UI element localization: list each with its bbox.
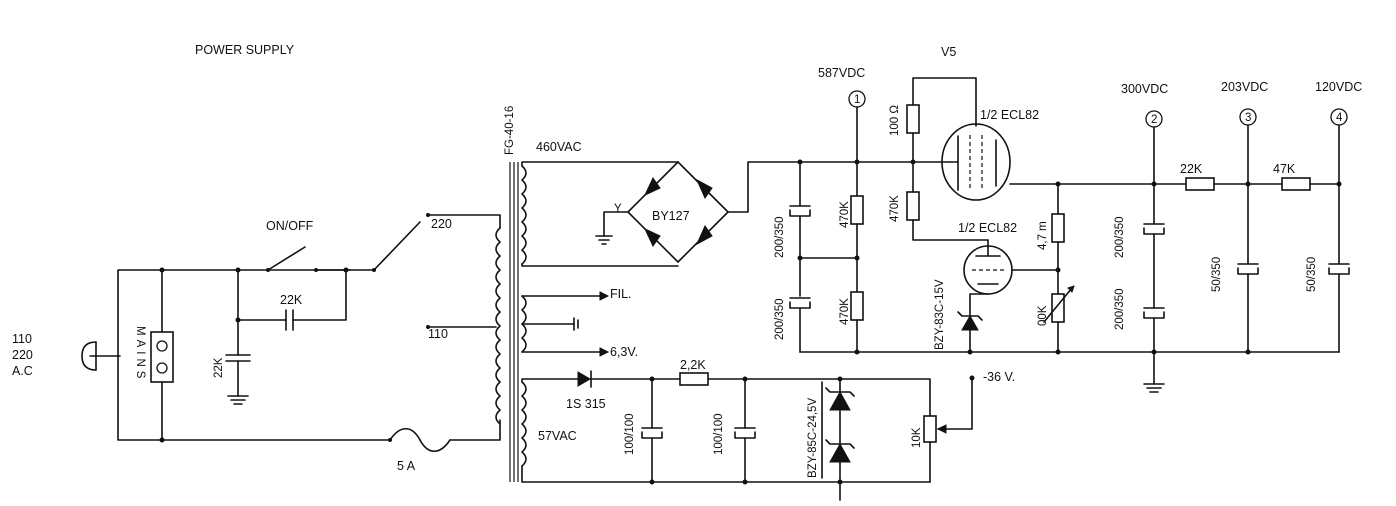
neg-diode-label: 1S 315	[566, 397, 606, 411]
node-3-label: 3	[1245, 112, 1251, 124]
filter-r1-label: 22K	[1180, 162, 1203, 176]
input-voltage-110: 110	[12, 332, 32, 346]
filter-r2-label: 47K	[1273, 162, 1296, 176]
neg-supply	[577, 370, 975, 501]
transformer-secondary-hv	[521, 161, 679, 267]
bleeder-resistors	[799, 161, 864, 353]
zener-hv	[957, 293, 989, 353]
filter-c1-label: 200/350	[1114, 216, 1126, 258]
out1-voltage: 587VDC	[818, 66, 865, 80]
diagram-title: POWER SUPPLY	[195, 43, 295, 57]
neg-zener-label: BZY-85C-24,5V	[807, 398, 819, 478]
wire-mains-top	[117, 269, 351, 357]
tube-bottom-label: 1/2 ECL82	[958, 221, 1017, 235]
tube-v5-top	[906, 77, 1155, 241]
filter-c2-label: 200/350	[1114, 288, 1126, 330]
input-ac-label: A.C	[12, 364, 33, 378]
tube-v5-bottom	[963, 181, 1075, 353]
bleeder2-label: 470K	[839, 298, 851, 325]
tube-v5-label: V5	[941, 45, 956, 59]
zener-hv-label: BZY-83C-15V	[934, 279, 946, 350]
neg-pot-label: 10K	[911, 427, 923, 448]
filter-c4-label: 50/350	[1306, 257, 1318, 292]
on-off-switch	[266, 246, 318, 272]
transformer-secondary-fil	[521, 291, 610, 357]
secondary-460vac-label: 460VAC	[536, 140, 582, 154]
hv-capacitors	[789, 161, 811, 353]
series-capacitor-22k	[159, 267, 349, 443]
out4-voltage: 120VDC	[1315, 80, 1362, 94]
out2-voltage: 300VDC	[1121, 82, 1168, 96]
transformer-core	[509, 162, 519, 482]
junction	[1055, 349, 1061, 355]
mains-socket	[150, 269, 174, 441]
junction	[854, 349, 860, 355]
junction	[967, 349, 973, 355]
node-1-label: 1	[854, 94, 860, 106]
tube-r100-label: 100 Ω	[889, 105, 901, 136]
hv-cap1-label: 200/350	[774, 216, 786, 258]
tube-r470k-label: 470K	[889, 195, 901, 222]
bridge-tap-label: Y	[614, 203, 622, 215]
filter-c3-label: 50/350	[1211, 257, 1223, 292]
neg-cap1-label: 100/100	[624, 413, 636, 455]
selector-110-label: 110	[428, 327, 448, 341]
transformer-label: FG-40-16	[504, 106, 516, 155]
mains-label: MAINS	[134, 326, 146, 382]
tube-pot-label: 00K	[1037, 305, 1049, 326]
secondary-63v-label: 6,3V.	[610, 345, 638, 359]
tube-r47m-label: 4,7 m	[1037, 221, 1049, 250]
bridge-rectifier	[595, 161, 801, 263]
node-4-label: 4	[1336, 112, 1343, 124]
input-capacitor-22k	[225, 269, 251, 405]
input-capacitor-label: 22K	[280, 293, 303, 307]
tube-top-label: 1/2 ECL82	[980, 108, 1039, 122]
node-2-label: 2	[1151, 114, 1157, 126]
filament-label: FIL.	[610, 287, 632, 301]
output-filter	[1143, 124, 1350, 393]
bleeder1-label: 470K	[839, 201, 851, 228]
secondary-57vac-label: 57VAC	[538, 429, 577, 443]
neg-output-label: -36 V.	[983, 370, 1015, 384]
wire-mains-bottom	[117, 355, 391, 441]
voltage-selector-switch	[372, 213, 501, 329]
fuse-label: 5 A	[397, 459, 416, 473]
hv-cap2-label: 200/350	[774, 298, 786, 340]
bridge-label: BY127	[652, 209, 690, 223]
mains-plug-symbol	[81, 341, 121, 371]
selector-220-label: 220	[431, 217, 452, 231]
switch-label: ON/OFF	[266, 219, 314, 233]
neg-cap2-label: 100/100	[713, 413, 725, 455]
fuse-5a	[388, 419, 501, 453]
transformer-primary	[495, 227, 501, 425]
neg-resistor-label: 2,2K	[680, 358, 706, 372]
input-voltage-220: 220	[12, 348, 33, 362]
transformer-secondary-57v	[521, 378, 931, 483]
out3-voltage: 203VDC	[1221, 80, 1268, 94]
input-capacitor2-label: 22K	[213, 357, 225, 378]
